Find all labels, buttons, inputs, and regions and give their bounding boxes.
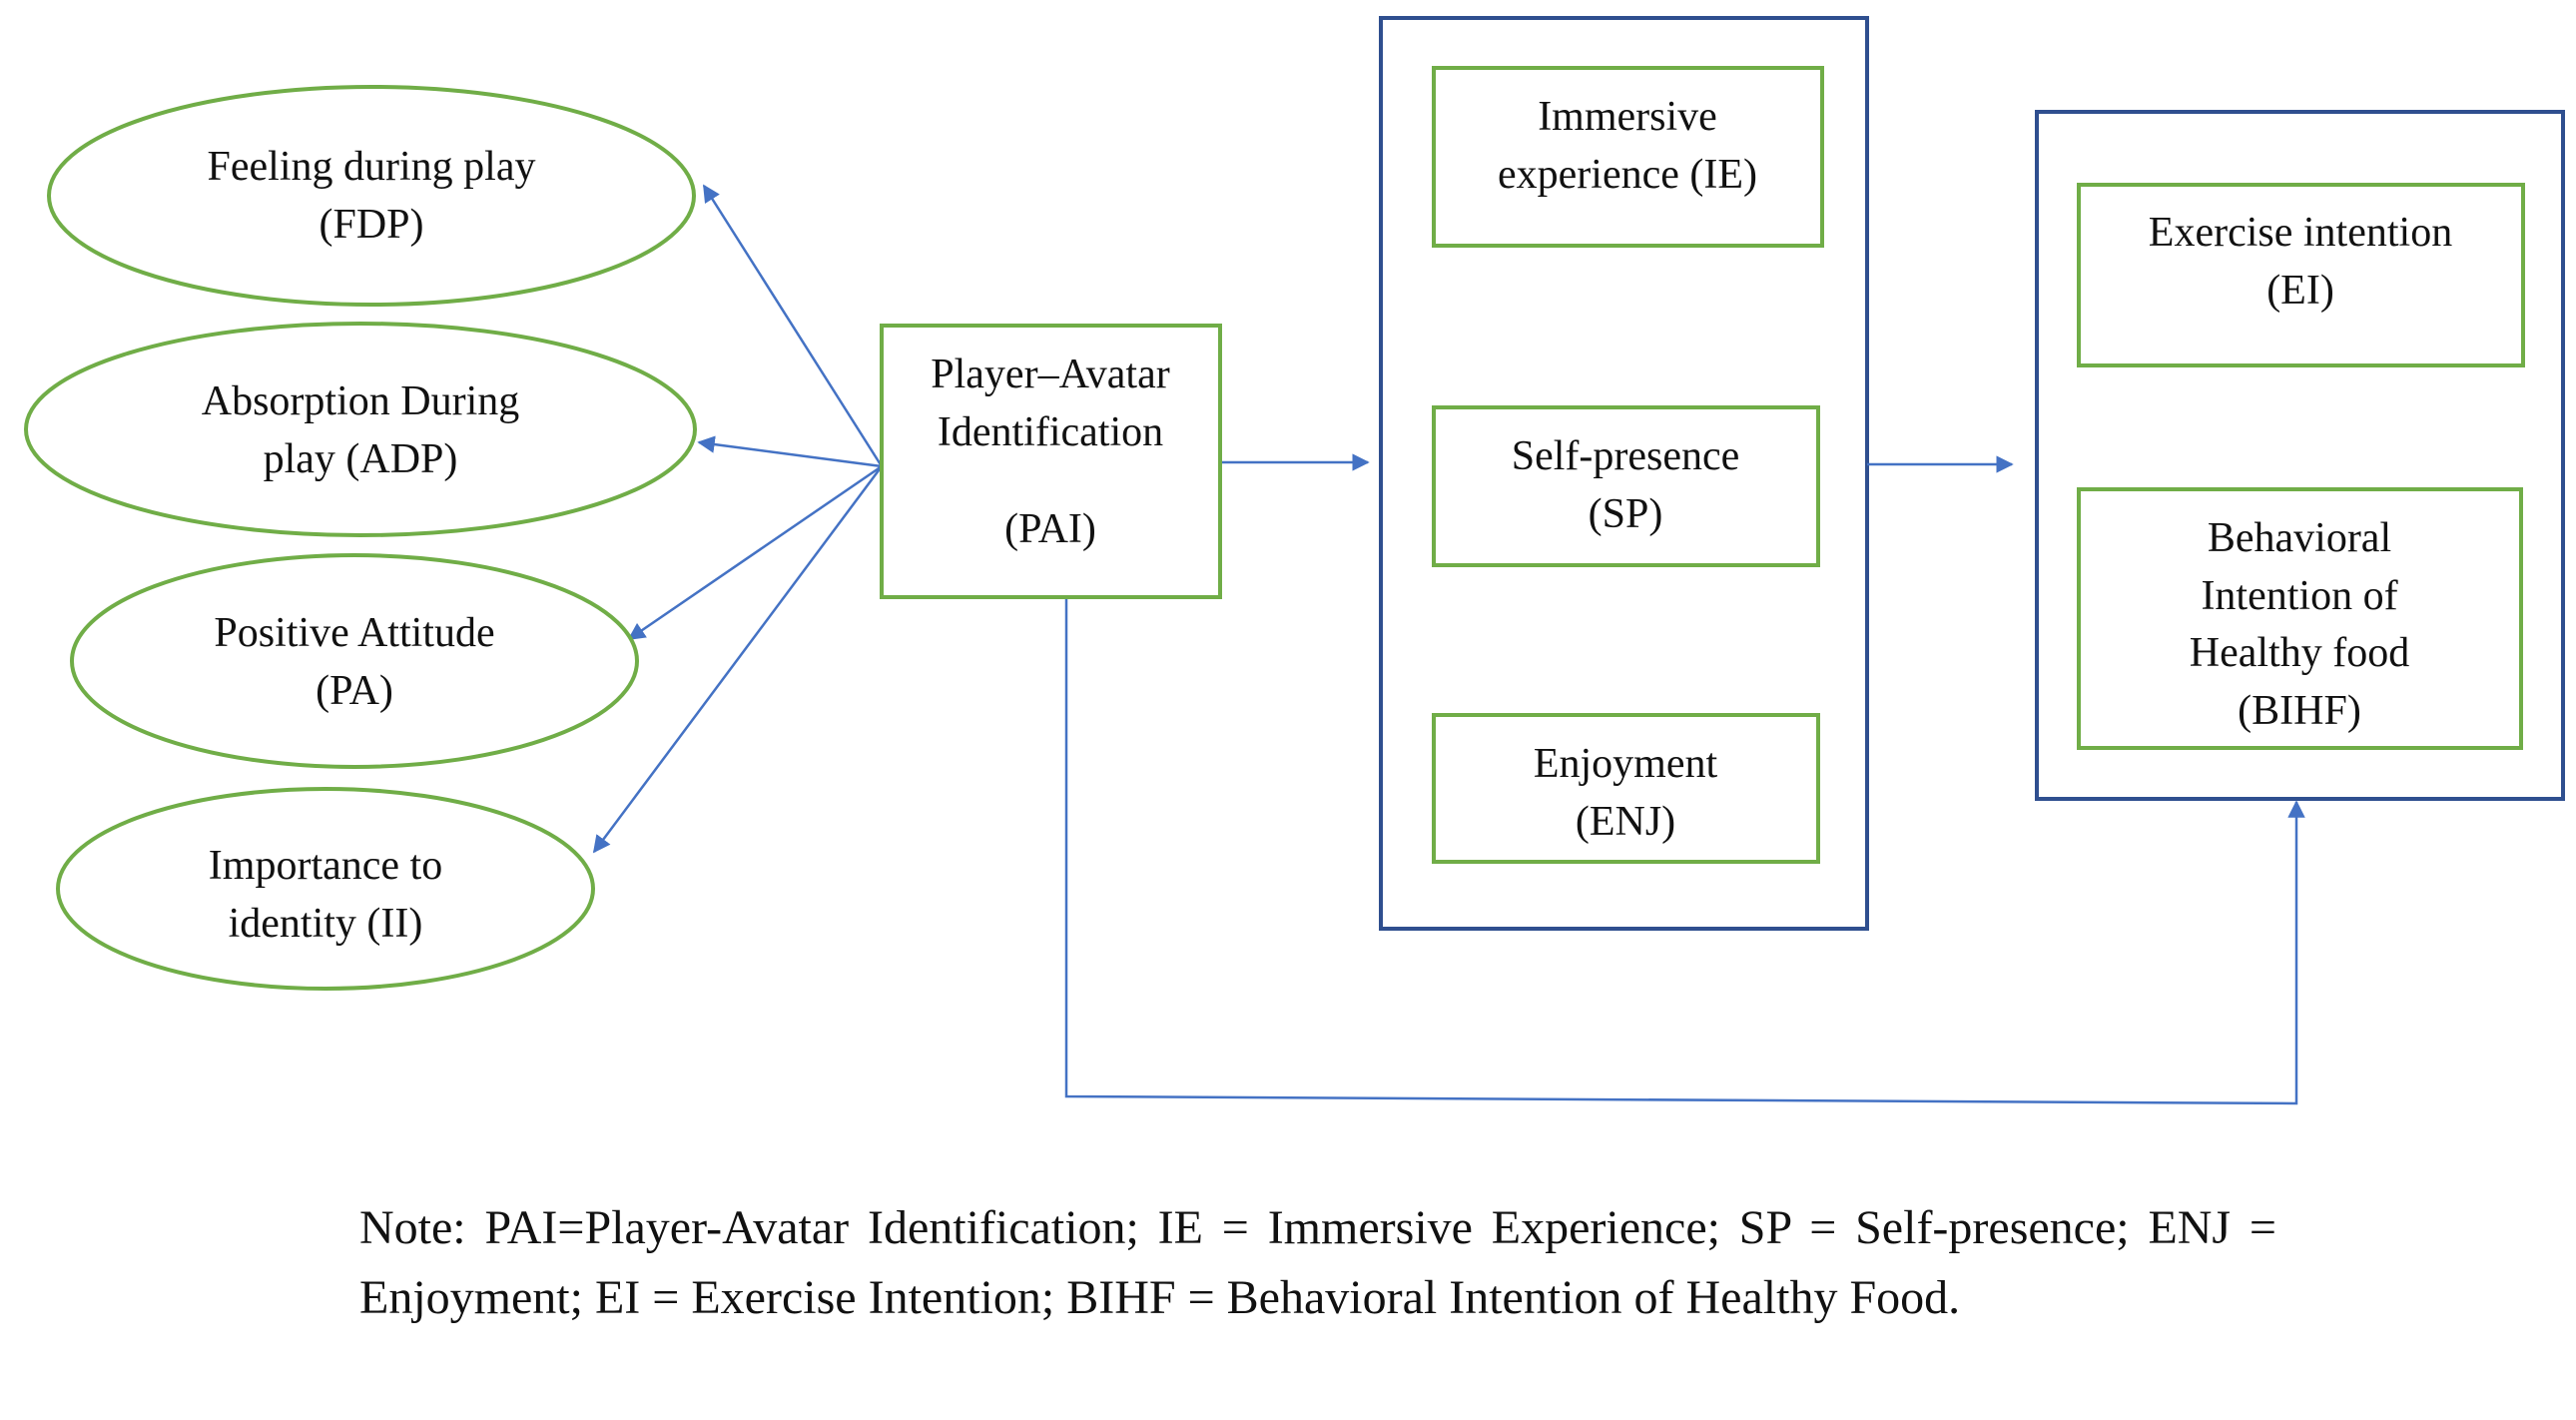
node-ei: Exercise intention (EI) [2077,183,2525,367]
arrow-pai-to-ii [592,465,884,854]
node-bihf-label-3: Healthy food [2190,630,2409,676]
node-fdp: Feeling during play (FDP) [47,85,696,307]
node-bihf-label-1: Behavioral [2208,515,2391,561]
arrow-pai-to-fdp [702,184,884,467]
node-pai-label-2: Identification [938,409,1163,455]
node-ie-label-1: Immersive [1538,94,1717,140]
node-bihf-label-4: (BIHF) [2238,688,2361,734]
outcome-group-box [2035,110,2565,801]
arrow-pai-to-pa [627,464,883,641]
node-ei-label-2: (EI) [2266,268,2334,314]
node-bihf: Behavioral Intention of Healthy food (BI… [2077,487,2523,750]
node-sp-label-2: (SP) [1589,491,1663,537]
node-pai-label-3: (PAI) [1004,506,1096,552]
node-enj: Enjoyment (ENJ) [1432,713,1820,864]
node-pa-label-2: (PA) [316,668,393,714]
node-sp-label-1: Self-presence [1512,433,1740,479]
node-fdp-label-1: Feeling during play [208,144,536,190]
mediator-group-box [1379,16,1869,931]
node-adp-label-2: play (ADP) [264,436,458,482]
node-adp-label-1: Absorption During [202,378,520,424]
node-pa: Positive Attitude (PA) [70,553,639,769]
node-pai: Player–Avatar Identification (PAI) [880,324,1222,599]
node-adp: Absorption During play (ADP) [24,322,697,537]
node-enj-label-2: (ENJ) [1576,799,1675,845]
node-sp: Self-presence (SP) [1432,405,1820,567]
arrow-pai-to-bihf [1064,597,2305,1105]
node-ei-label-1: Exercise intention [2149,210,2452,256]
node-fdp-label-2: (FDP) [319,202,423,248]
node-ie: Immersive experience (IE) [1432,66,1824,248]
node-bihf-label-2: Intention of [2201,573,2397,619]
node-ii-label-1: Importance to [209,843,442,889]
node-ie-label-2: experience (IE) [1498,152,1757,198]
node-ii-label-2: identity (II) [229,901,423,947]
abbreviation-note: Note: PAI=Player-Avatar Identification; … [359,1201,2276,1324]
node-ii: Importance to identity (II) [56,787,595,991]
node-pai-label-1: Player–Avatar [931,352,1169,397]
node-pa-label-1: Positive Attitude [214,610,494,656]
node-enj-label-1: Enjoyment [1534,741,1718,787]
arrow-pai-to-adp [697,435,883,468]
